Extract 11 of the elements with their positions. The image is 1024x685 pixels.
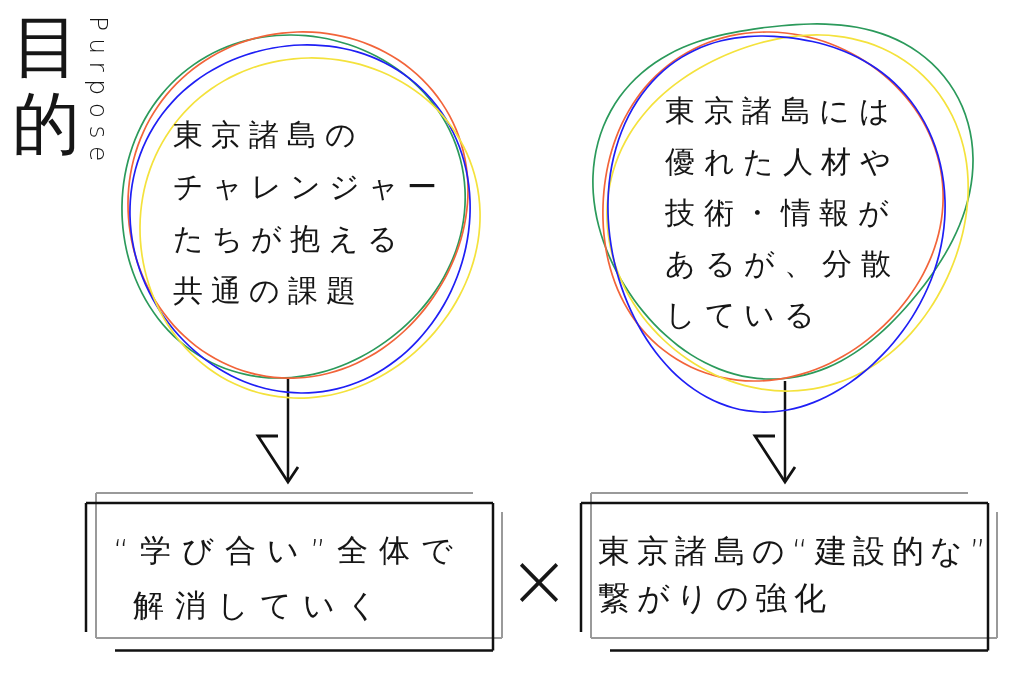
section-subtitle: Purpose xyxy=(86,16,111,169)
circle-text: 東京諸島には優れた人材や技術・情報があるが、分散している xyxy=(665,92,899,334)
scribble-circle xyxy=(120,30,482,400)
page-title: 目的 xyxy=(12,9,80,163)
circle-text: 東京諸島のチャレンジャーたちが抱える共通の課題 xyxy=(173,116,445,310)
times-sign: × xyxy=(508,543,570,617)
framed-panel xyxy=(580,492,998,652)
framed-panel xyxy=(85,492,503,652)
scribble-circle xyxy=(592,22,975,414)
panel-text: “学び合い”全体で解消していく xyxy=(113,531,465,625)
panel-text: 東京諸島の“建設的な”繋がりの強化 xyxy=(598,531,993,619)
